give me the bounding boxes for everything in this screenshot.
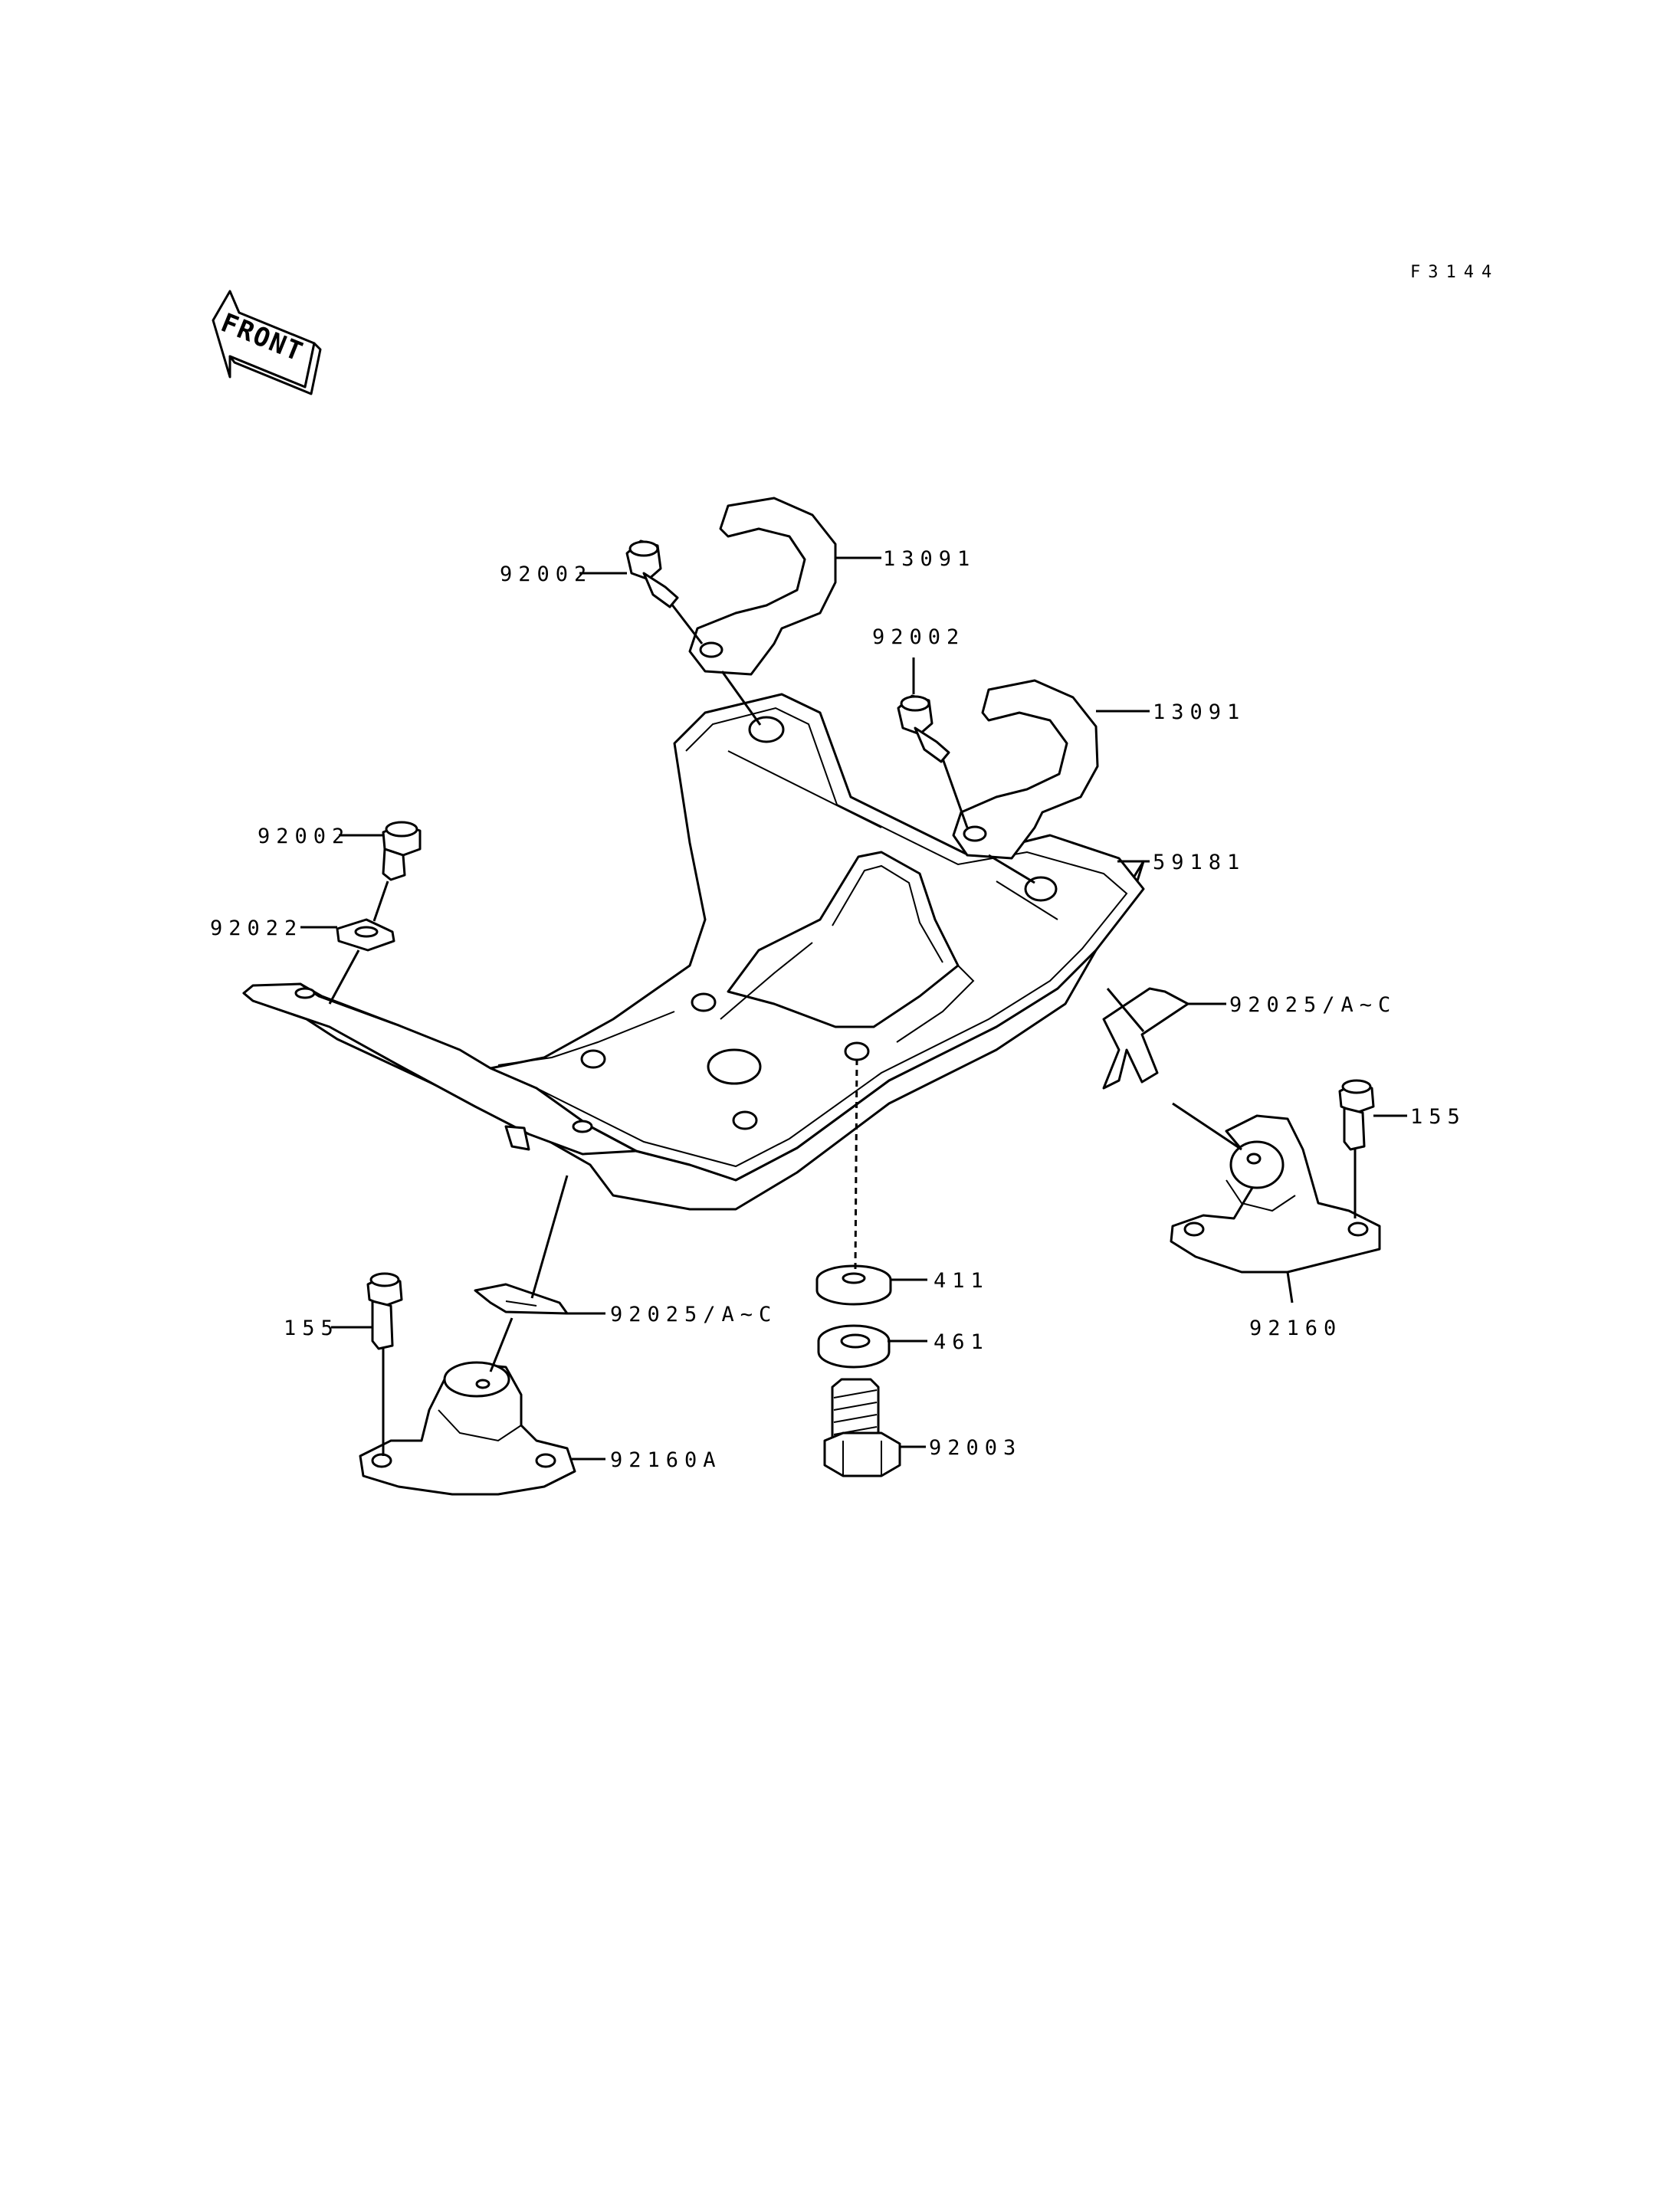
callout-washer-411: 411 [934,1269,989,1293]
bolt-92003 [823,1378,901,1477]
shim-right [1102,987,1189,1090]
callout-lockwasher-461: 461 [934,1330,989,1354]
callout-clamp-left: 13091 [883,547,976,571]
mount-left [359,1361,576,1496]
washer-left [336,918,395,952]
mount-right [1170,1114,1381,1274]
frame-bracket [242,693,1145,1211]
callout-shim-right: 92025/A~C [1229,993,1396,1017]
callout-bolt-clamp-left: 92002 [500,562,592,586]
bolt-clamp-left [625,539,679,608]
clamp-left [688,497,837,676]
callout-shim-left: 92025/A~C [610,1303,777,1326]
callout-bolt-mount-right: 155 [1410,1105,1466,1129]
callout-bolt-left: 92002 [258,825,350,848]
callout-bracket: 59181 [1153,851,1245,874]
clamp-right [952,679,1099,860]
lockwasher-461 [817,1324,891,1369]
bolt-left [382,821,422,881]
bolt-mount-right [1338,1079,1375,1151]
callout-bolt-mount-left: 155 [284,1317,340,1340]
shim-left [474,1283,569,1315]
leader-lines [300,556,1407,1461]
callout-bolt-92003: 92003 [929,1436,1022,1460]
callout-mount-left: 92160A [610,1448,722,1472]
bolt-clamp-right [897,694,950,763]
diagram-code: F3144 [1410,263,1499,282]
bolt-mount-left [366,1272,403,1350]
callout-mount-right: 92160 [1249,1317,1342,1340]
callout-washer-left: 92022 [210,917,303,940]
callout-clamp-right: 13091 [1153,700,1245,724]
washer-411 [815,1264,892,1306]
callout-bolt-clamp-right: 92002 [872,625,965,649]
front-arrow-icon: FRONT [212,290,322,395]
